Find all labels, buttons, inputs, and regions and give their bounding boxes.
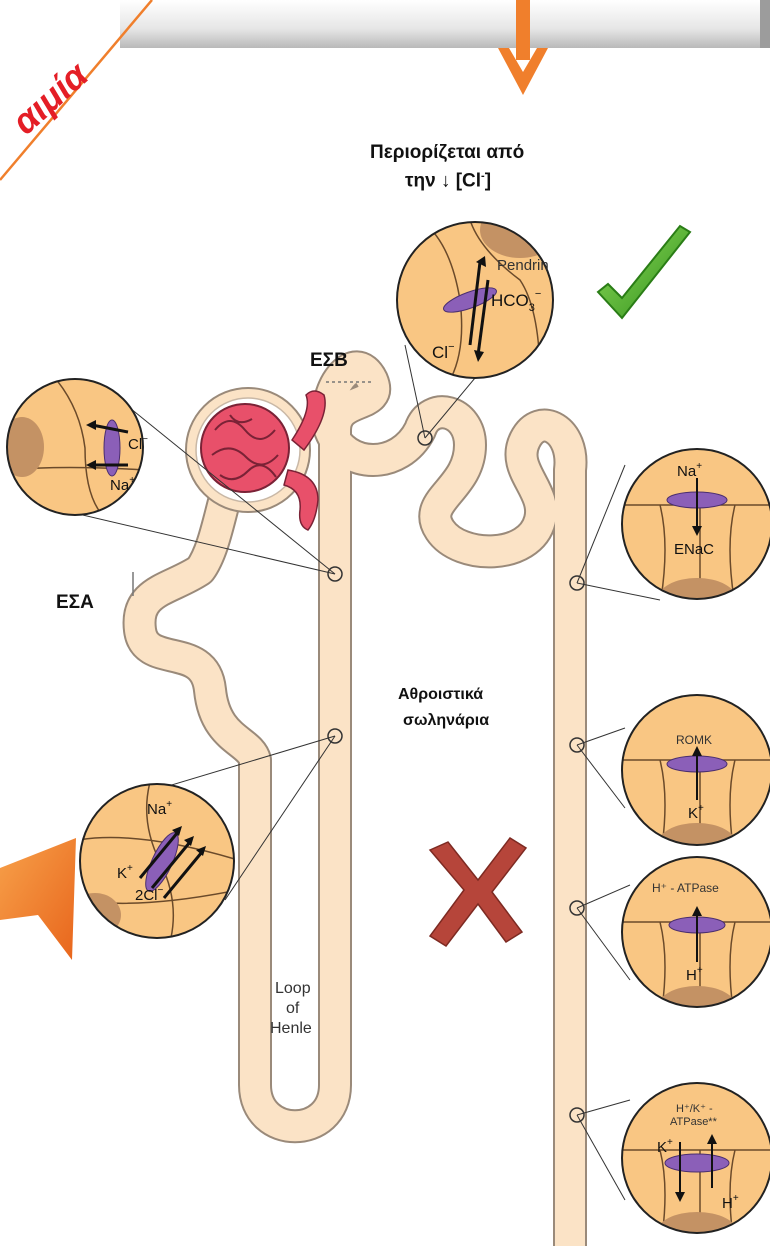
svg-text:Cl−: Cl−	[128, 434, 148, 453]
restriction-caption-line2: την ↓ [Cl-]	[405, 170, 491, 192]
nkcc-ion-na: Na	[147, 801, 167, 818]
esa-label: ΕΣΑ	[56, 592, 94, 614]
loop-of-henle-label-2: of	[286, 1000, 299, 1018]
esb-label: ΕΣΒ	[310, 350, 348, 372]
hk-atpase-label-2: ATPase**	[670, 1116, 718, 1128]
restriction-caption-line1: Περιορίζεται από	[370, 142, 524, 164]
check-icon	[588, 218, 700, 343]
h-atpase-label: H⁺ - ATPase	[652, 881, 719, 895]
romk-label: ROMK	[676, 733, 712, 747]
hk-atpase-label-1: H⁺/K⁺ -	[676, 1103, 713, 1115]
pendrin-label: Pendrin	[497, 257, 549, 274]
nacl-ion-na: Na	[110, 477, 130, 494]
pendrin-ion-cl: Cl	[432, 343, 448, 362]
banner-corner-text: αιμία	[4, 53, 97, 142]
collecting-duct-label-2: σωληνάρια	[403, 712, 489, 730]
loop-of-henle-label-1: Loop	[275, 980, 311, 998]
inset-hk-atpase: H⁺/K⁺ - ATPase** K+ H+	[620, 1082, 770, 1246]
inset-nacl-cotransporter: Cl− Na+	[0, 378, 148, 518]
pendrin-ion-hco3: HCO	[491, 291, 529, 310]
collecting-duct-label-1: Αθροιστικά	[398, 686, 483, 704]
hk-atpase-ion-k: K	[657, 1139, 667, 1156]
cross-icon	[430, 838, 526, 946]
svg-text:Na+: Na+	[110, 475, 135, 494]
enac-label: ENaC	[674, 541, 714, 558]
nkcc-ion-k: K	[117, 865, 127, 882]
romk-ion-k: K	[688, 805, 698, 822]
inset-nkcc2: Na+ K+ 2Cl−	[69, 782, 238, 942]
loop-of-henle-label-3: Henle	[270, 1020, 312, 1038]
orange-pointer-arrow	[0, 838, 76, 960]
nacl-ion-cl: Cl	[128, 436, 142, 453]
hk-atpase-ion-h: H	[722, 1195, 733, 1212]
inset-pendrin: Pendrin HCO3− Cl−	[395, 202, 560, 380]
nkcc-ion-cl: 2Cl	[135, 887, 158, 904]
inset-h-atpase: H⁺ - ATPase H+	[620, 856, 770, 1030]
h-atpase-ion-h: H	[686, 967, 697, 984]
inset-enac: Na+ ENaC	[620, 448, 770, 622]
inset-romk: ROMK K+	[620, 694, 770, 867]
enac-ion-na: Na	[677, 463, 697, 480]
